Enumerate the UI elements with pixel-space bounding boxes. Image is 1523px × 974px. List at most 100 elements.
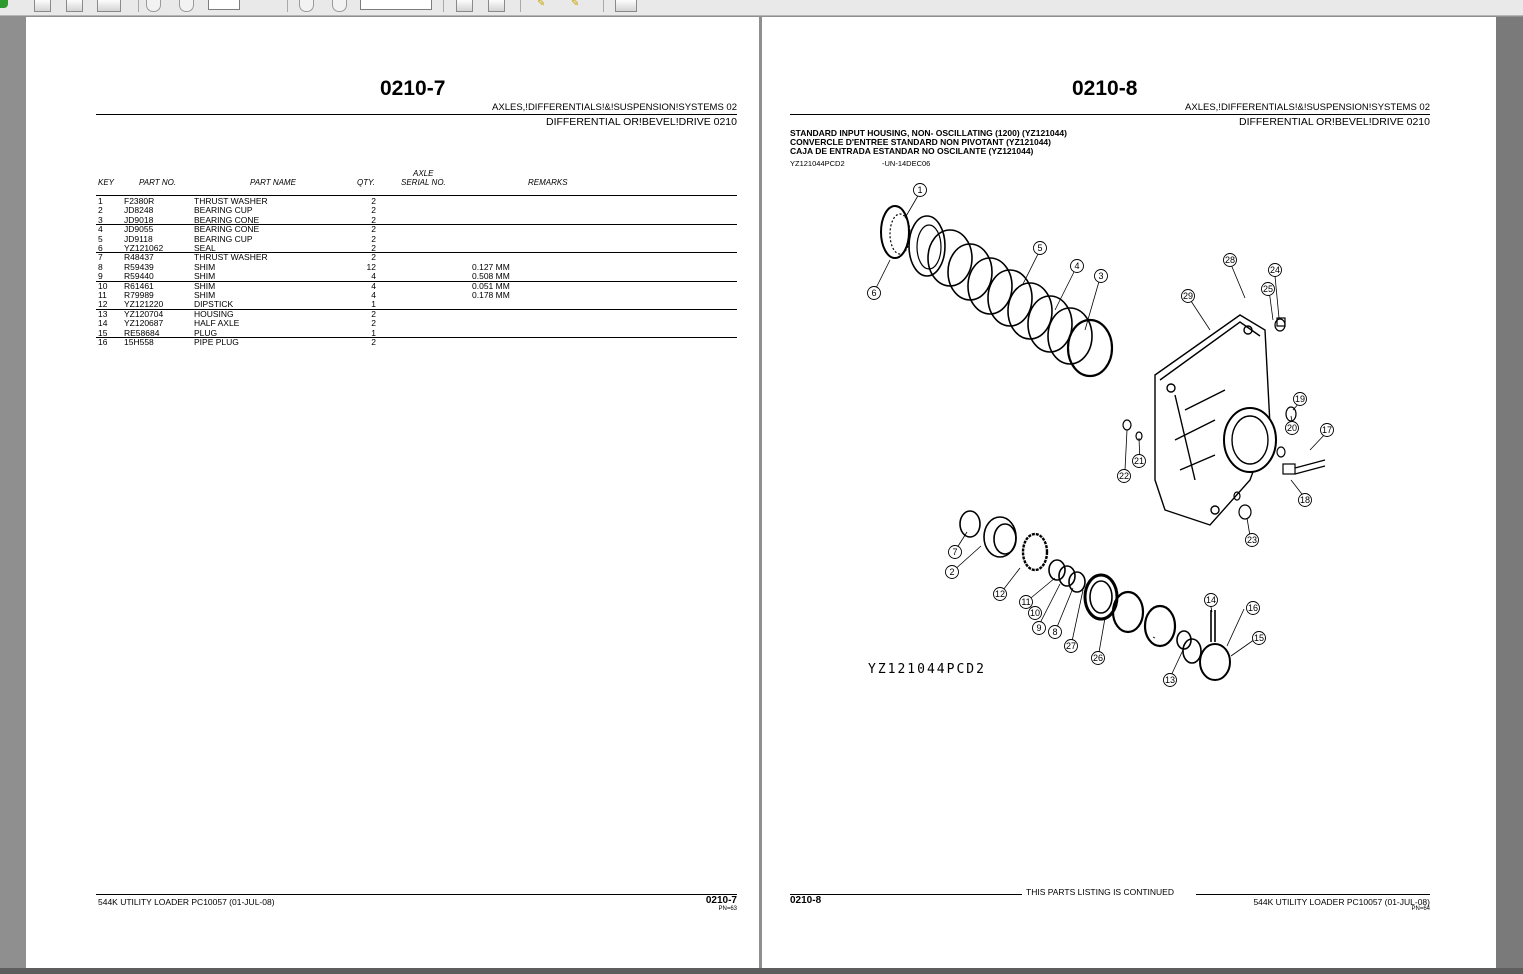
callout-number: 10 [1030, 608, 1040, 618]
callout-23: 23 [1245, 533, 1259, 547]
callout-17: 17 [1320, 423, 1334, 437]
toolbar-separator [603, 0, 604, 12]
row-remarks: 0.508 MM [472, 271, 510, 282]
page-title: 0210-8 [1072, 77, 1138, 100]
callout-10: 10 [1028, 606, 1042, 620]
callout-number: 9 [1036, 623, 1041, 633]
save-icon[interactable] [34, 0, 51, 12]
row-part-name: HALF AXLE [194, 318, 240, 329]
callout-number: 11 [1021, 597, 1030, 607]
add-icon[interactable] [0, 0, 8, 8]
document-page-right: 0210-8 AXLES,!DIFFERENTIALS!&!SUSPENSION… [762, 17, 1496, 968]
row-qty: 1 [371, 299, 376, 310]
callout-4: 4 [1070, 259, 1084, 273]
callout-number: 25 [1263, 284, 1273, 294]
group-rule [96, 337, 737, 338]
image-id: YZ121044PCD2 [790, 159, 845, 168]
row-part-name: PLUG [194, 327, 218, 338]
callout-14: 14 [1204, 593, 1218, 607]
group-rule [96, 252, 737, 254]
sub-title: DIFFERENTIAL OR!BEVEL!DRIVE 0210 [545, 116, 737, 128]
row-key: 13 [98, 308, 108, 319]
callout-number: 28 [1225, 255, 1235, 265]
bolts-right [1122, 317, 1326, 520]
row-part-no: R48437 [124, 252, 154, 263]
callout-24: 24 [1268, 263, 1282, 277]
callout-number: 15 [1254, 633, 1264, 643]
highlight-icon[interactable]: ✎ [571, 0, 580, 9]
row-qty: 2 [371, 337, 376, 347]
shim-rings-upper [927, 229, 1114, 378]
seal-bearing-part [880, 205, 946, 277]
zoom-out-icon[interactable] [299, 0, 314, 12]
callout-number: 8 [1052, 627, 1057, 637]
callout-25: 25 [1261, 282, 1275, 296]
row-part-no: YZ120704 [124, 308, 164, 319]
row-key: 4 [98, 224, 103, 235]
row-part-no: R59440 [124, 271, 154, 282]
row-qty: 12 [366, 261, 376, 272]
callout-15: 15 [1252, 631, 1266, 645]
callout-number: 27 [1066, 641, 1076, 651]
exploded-parts-diagram: 1234567891011121314151617181920212223242… [867, 183, 1334, 687]
fit-width-icon[interactable] [488, 0, 505, 12]
row-part-name: SHIM [194, 271, 216, 282]
zoom-level-select[interactable] [360, 0, 432, 10]
viewer-toolbar: ✎ ✎ [0, 0, 1523, 16]
callout-number: 20 [1287, 423, 1297, 433]
callout-number: 12 [995, 589, 1005, 599]
row-key: 6 [98, 243, 103, 253]
row-part-name: BEARING CUP [194, 205, 253, 216]
row-qty: 2 [371, 243, 376, 253]
pencil-icon[interactable]: ✎ [537, 0, 546, 9]
callout-number: 7 [952, 547, 957, 557]
fit-page-icon[interactable] [456, 0, 473, 12]
comment-icon[interactable] [615, 0, 637, 12]
row-key: 1 [98, 196, 103, 206]
footer-rule-left [790, 894, 1022, 895]
col-remarks-header: REMARKS [528, 178, 568, 187]
group-rule [96, 280, 737, 282]
row-part-name: THRUST WASHER [194, 252, 268, 263]
row-remarks: 0.127 MM [472, 261, 510, 272]
footer-pn: PN=64 [1411, 906, 1430, 912]
footer-info: 544K UTILITY LOADER PC10057 (01-JUL-08) [1253, 897, 1430, 907]
callout-number: 24 [1270, 265, 1280, 275]
callout-2: 2 [945, 565, 959, 579]
next-page-icon[interactable] [179, 0, 194, 12]
toolbar-separator [443, 0, 444, 12]
row-part-name: SEAL [194, 243, 216, 253]
row-qty: 4 [371, 290, 376, 300]
toolbar-separator [138, 0, 139, 12]
row-remarks: 0.051 MM [472, 280, 510, 291]
page-number-input[interactable] [208, 0, 240, 10]
callout-16: 16 [1246, 601, 1260, 615]
table-header-rule [96, 195, 737, 196]
row-key: 9 [98, 271, 103, 282]
row-qty: 2 [371, 214, 376, 225]
description-en: STANDARD INPUT HOUSING, NON- OSCILLATING… [790, 128, 1067, 138]
callout-21: 21 [1132, 454, 1146, 468]
mail-icon[interactable] [97, 0, 121, 12]
callout-number: 13 [1165, 675, 1175, 685]
section-title: AXLES,!DIFFERENTIALS!&!SUSPENSION!SYSTEM… [492, 102, 737, 113]
row-key: 15 [98, 327, 108, 338]
row-part-no: R59439 [124, 261, 154, 272]
print-icon[interactable] [66, 0, 83, 12]
previous-page-icon[interactable] [146, 0, 161, 12]
header-rule [96, 114, 737, 115]
row-key: 5 [98, 233, 103, 244]
zoom-in-icon[interactable] [332, 0, 347, 12]
